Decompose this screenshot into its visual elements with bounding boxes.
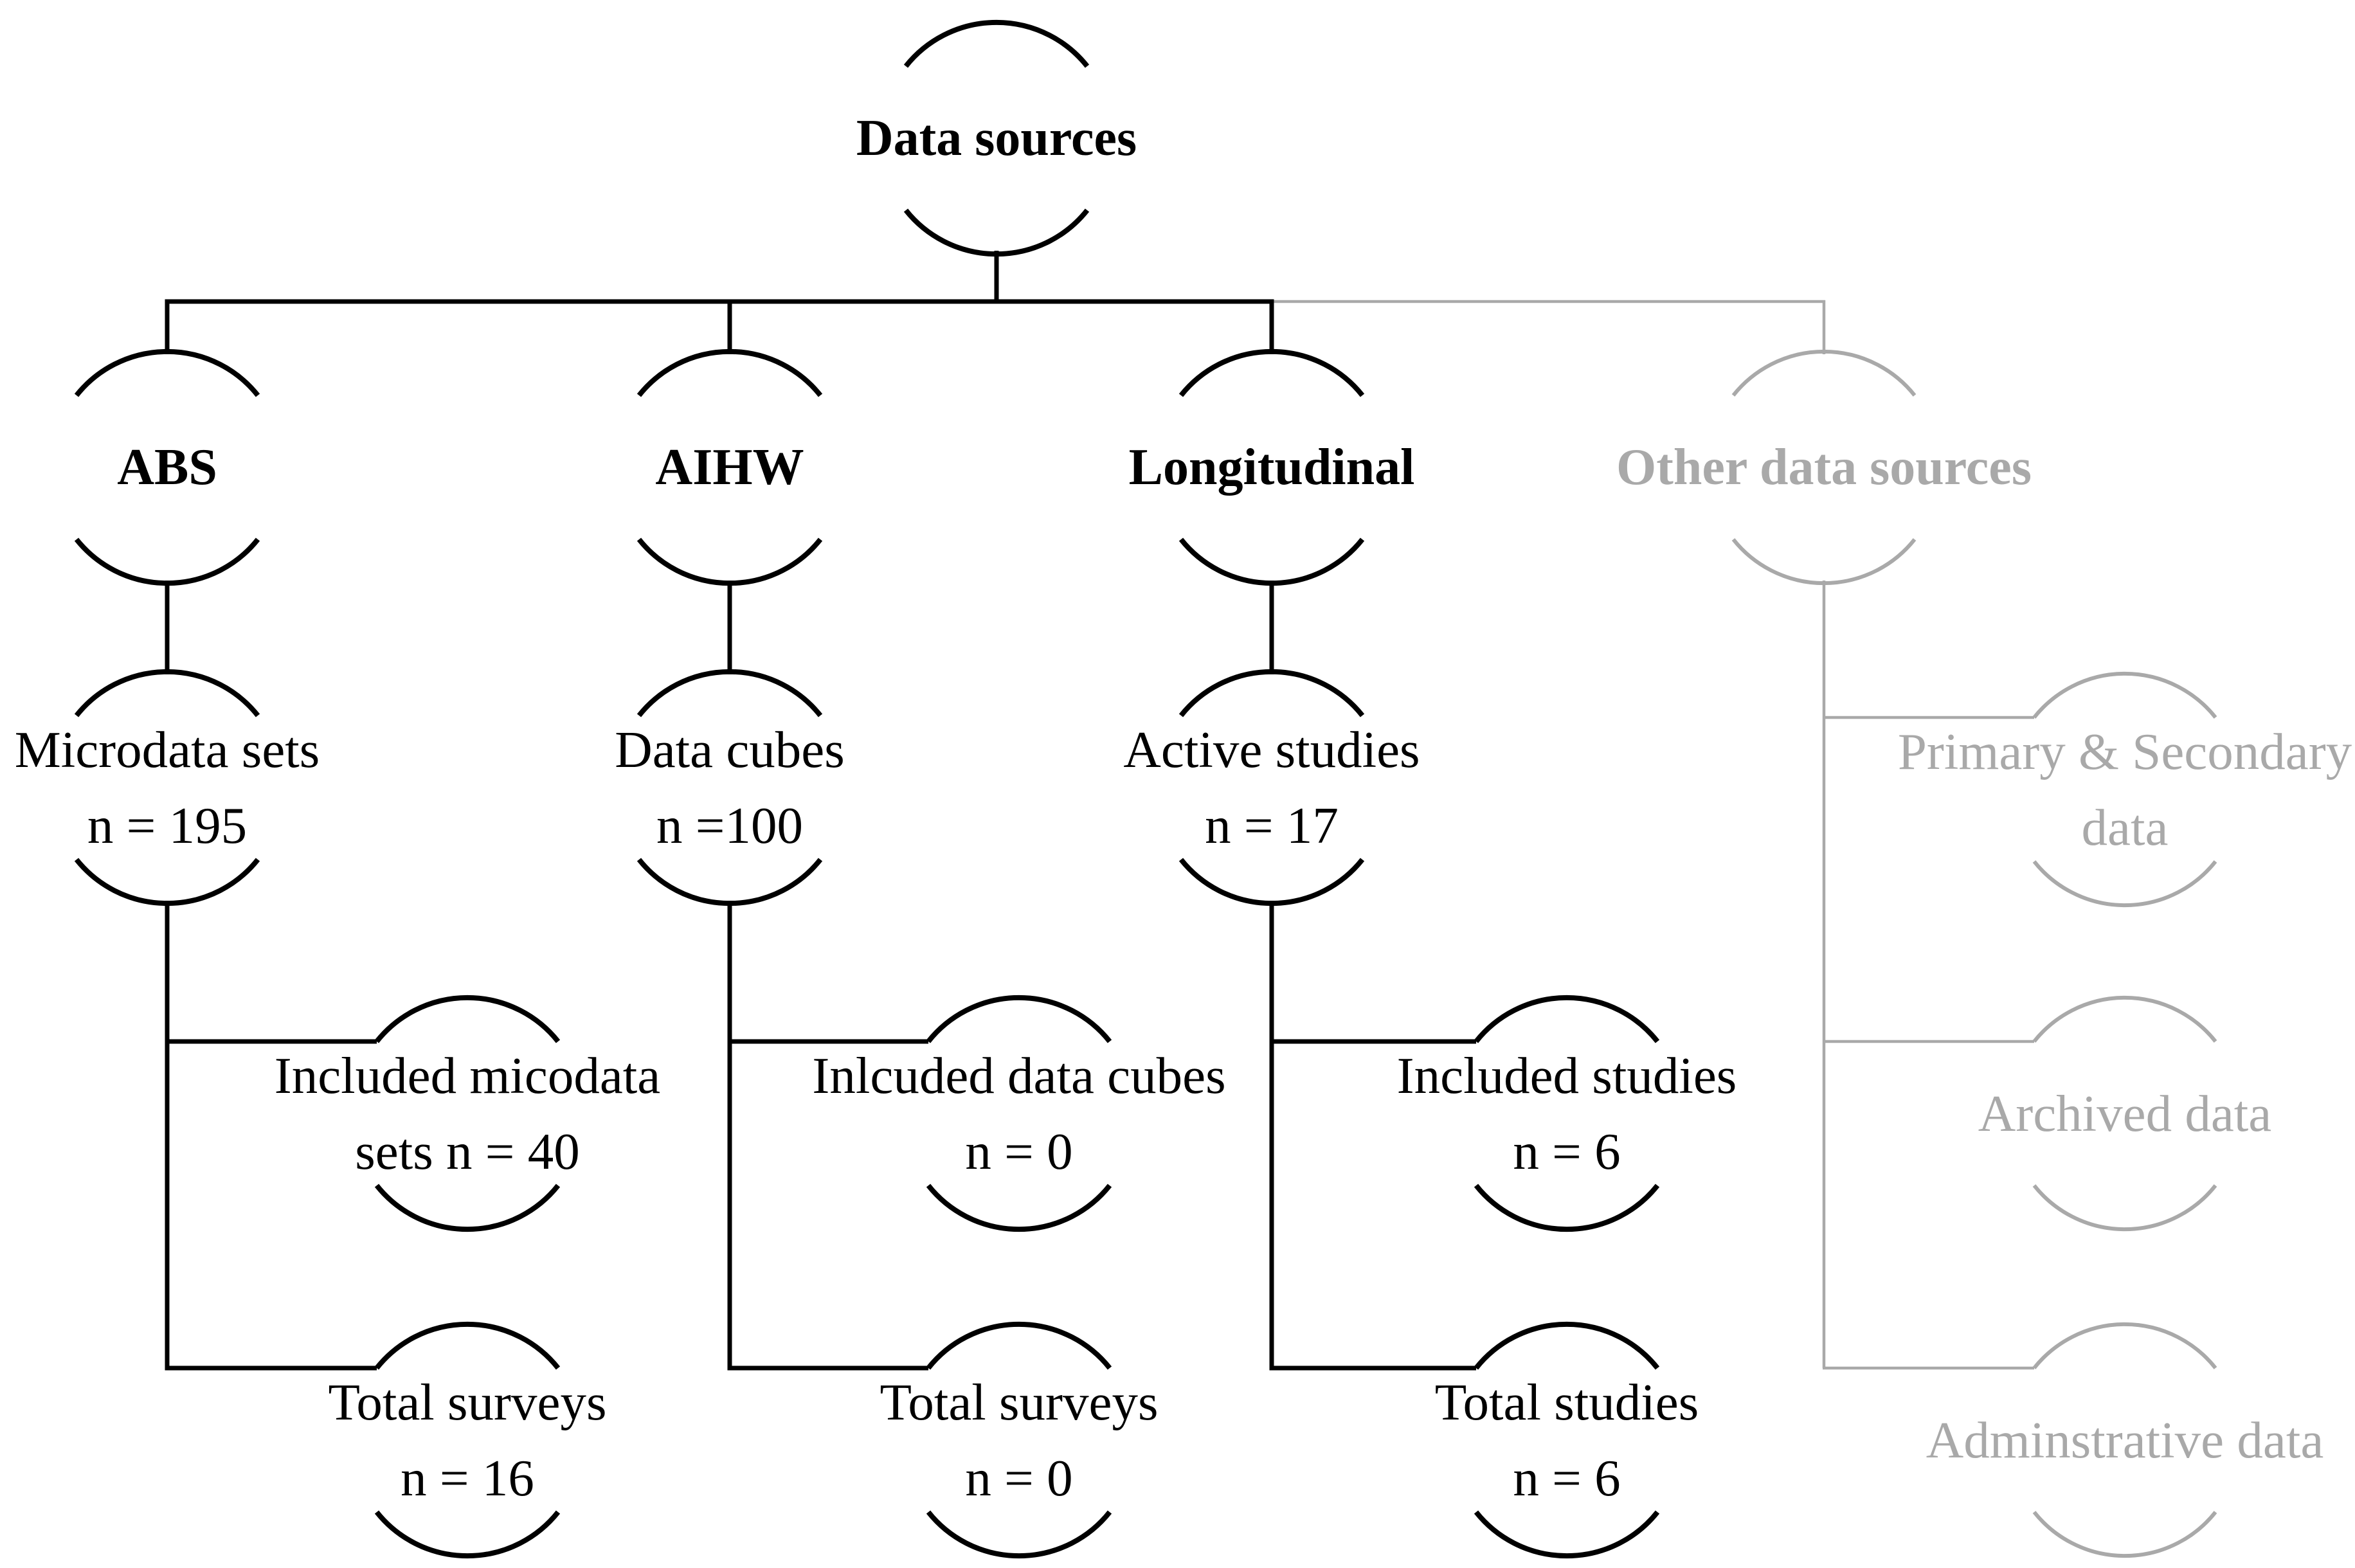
primary-secondary-node-bottom-arc <box>2032 860 2217 908</box>
other-node-top-arc <box>1731 349 1917 397</box>
other-sources-node-label: Other data sources <box>1616 429 2032 505</box>
total-surveys-abs-node-bottom-arc <box>374 1510 561 1559</box>
microdata-count: n = 195 <box>87 797 248 854</box>
other-sources-node-text: Other data sources <box>1616 439 2032 496</box>
included-datacubes-node-top-arc <box>926 995 1112 1043</box>
abs-node-label: ABS <box>117 429 217 505</box>
total-surveys-aihw-count: n = 0 <box>965 1449 1073 1507</box>
aihw-node-text: AIHW <box>655 439 804 496</box>
administrative-node-bottom-arc <box>2032 1511 2217 1558</box>
datacubes-count: n =100 <box>656 797 803 854</box>
abs-node-top-arc <box>74 348 260 397</box>
total-surveys-aihw-node-top-arc <box>926 1321 1112 1370</box>
aihw-node-top-arc <box>636 348 823 397</box>
root-node-label: Data sources <box>856 100 1137 176</box>
microdata-node-bottom-arc <box>74 858 260 906</box>
datacubes-line1: Data cubes <box>615 721 845 779</box>
included-studies-node-label: Included studies n = 6 <box>1397 1038 1737 1189</box>
total-surveys-abs-count: n = 16 <box>401 1449 534 1507</box>
included-datacubes-node-label: Inlcuded data cubes n = 0 <box>812 1038 1225 1189</box>
gray-connector-lines <box>1272 300 2034 1370</box>
abs-node-bottom-arc <box>74 537 260 586</box>
included-studies-line1: Included studies <box>1396 1047 1737 1104</box>
other-node-bottom-arc <box>1731 538 1917 586</box>
activestudies-node-bottom-arc <box>1178 858 1365 906</box>
included-microdata-count: sets n = 40 <box>355 1122 580 1180</box>
total-studies-count: n = 6 <box>1513 1449 1621 1507</box>
total-surveys-aihw-node-bottom-arc <box>926 1510 1112 1559</box>
administrative-data-node-label: Adminstrative data <box>1926 1402 2324 1478</box>
included-microdata-node-bottom-arc <box>374 1184 561 1232</box>
longitudinal-node-text: Longitudinal <box>1128 439 1415 496</box>
activestudies-node-top-arc <box>1178 669 1365 717</box>
administrative-data-text: Adminstrative data <box>1926 1411 2324 1469</box>
included-datacubes-line1: Inlcuded data cubes <box>812 1047 1226 1104</box>
included-studies-node-bottom-arc <box>1474 1184 1660 1232</box>
microdata-line1: Microdata sets <box>14 721 320 779</box>
total-studies-node-label: Total studies n = 6 <box>1435 1364 1699 1516</box>
longitudinal-node-top-arc <box>1178 348 1365 397</box>
total-studies-line1: Total studies <box>1434 1373 1699 1431</box>
abs-node-text: ABS <box>117 439 217 496</box>
activestudies-node-label: Active studies n = 17 <box>1123 712 1420 863</box>
included-studies-node-top-arc <box>1474 995 1660 1043</box>
archived-data-text: Archived data <box>1978 1085 2272 1142</box>
total-surveys-abs-node-top-arc <box>374 1321 561 1370</box>
datacubes-node-bottom-arc <box>636 858 823 906</box>
primary-secondary-node-top-arc <box>2032 671 2217 719</box>
included-datacubes-node-bottom-arc <box>926 1184 1112 1232</box>
total-surveys-aihw-line1: Total surveys <box>880 1373 1159 1431</box>
total-surveys-abs-node-label: Total surveys n = 16 <box>328 1364 606 1516</box>
included-microdata-node-top-arc <box>374 995 561 1043</box>
archived-node-bottom-arc <box>2032 1184 2217 1232</box>
root-node-bottom-arc <box>903 208 1090 257</box>
root-node-top-arc <box>903 19 1090 68</box>
longitudinal-node-label: Longitudinal <box>1129 429 1415 505</box>
total-studies-node-bottom-arc <box>1474 1510 1660 1559</box>
total-studies-node-top-arc <box>1474 1321 1660 1370</box>
root-node-text: Data sources <box>856 110 1137 167</box>
primary-secondary-node-label: Primary & Secondary data <box>1898 714 2352 865</box>
included-microdata-line1: Included micodata <box>274 1047 661 1104</box>
gray-node-arcs <box>1731 349 2217 1558</box>
black-connector-lines <box>165 251 1476 1371</box>
archived-node-top-arc <box>2032 995 2217 1043</box>
included-datacubes-count: n = 0 <box>965 1122 1073 1180</box>
total-surveys-aihw-node-label: Total surveys n = 0 <box>880 1364 1158 1516</box>
total-surveys-abs-line1: Total surveys <box>328 1373 607 1431</box>
longitudinal-node-bottom-arc <box>1178 537 1365 586</box>
datacubes-node-label: Data cubes n =100 <box>615 712 845 863</box>
aihw-node-bottom-arc <box>636 537 823 586</box>
microdata-node-top-arc <box>74 669 260 717</box>
primary-secondary-line2: data <box>2081 798 2169 856</box>
black-node-arcs <box>74 19 1660 1559</box>
included-microdata-node-label: Included micodata sets n = 40 <box>275 1038 661 1189</box>
microdata-node-label: Microdata sets n = 195 <box>15 712 320 863</box>
activestudies-line1: Active studies <box>1123 721 1420 779</box>
included-studies-count: n = 6 <box>1513 1122 1621 1180</box>
aihw-node-label: AIHW <box>655 429 804 505</box>
primary-secondary-line1: Primary & Secondary <box>1897 723 2352 780</box>
archived-data-node-label: Archived data <box>1978 1076 2272 1151</box>
datacubes-node-top-arc <box>636 669 823 717</box>
administrative-node-top-arc <box>2032 1322 2217 1369</box>
activestudies-count: n = 17 <box>1205 797 1339 854</box>
